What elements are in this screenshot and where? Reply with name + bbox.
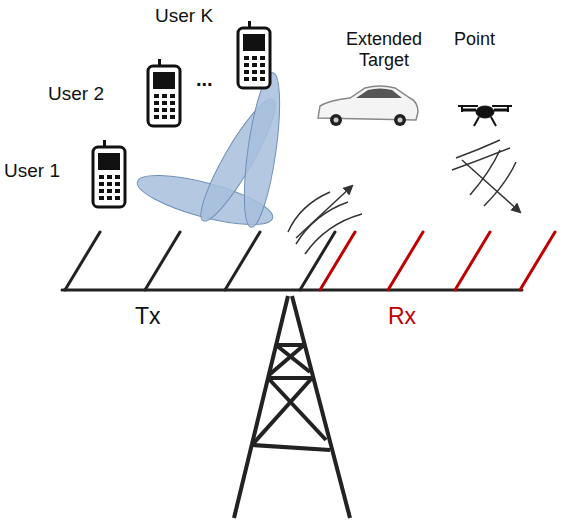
array-label: Rx [388, 303, 416, 329]
user-phones [93, 21, 270, 207]
keypads [99, 56, 265, 200]
extended-target-car [318, 86, 418, 126]
user-label: User 1 [4, 160, 60, 182]
antenna-array [62, 232, 555, 290]
user-label: User K [155, 5, 213, 27]
target-label: Extended Target [328, 29, 440, 70]
ellipsis-label: ... [196, 68, 213, 91]
target-label: Point [454, 29, 495, 50]
beam-lobes [133, 71, 287, 235]
radar-waves [288, 140, 520, 254]
base-station-tower [234, 296, 350, 518]
user-label: User 2 [48, 83, 104, 105]
array-label: Tx [135, 303, 161, 329]
point-target-drone [458, 106, 512, 126]
